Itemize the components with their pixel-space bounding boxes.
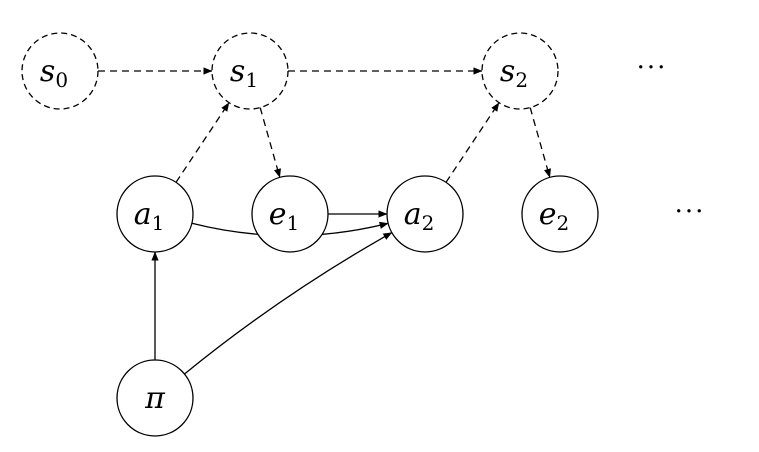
node-circle-e2: [521, 175, 599, 253]
edge-pi-to-a2: [184, 232, 393, 375]
node-label-base-a2: a: [404, 197, 422, 232]
node-label-s2: s2: [500, 54, 528, 92]
node-label-sub-a1: 1: [152, 211, 165, 235]
node-s0: s0: [21, 32, 99, 110]
node-circle-s1: [211, 32, 289, 110]
node-label-sub-e1: 1: [287, 211, 300, 235]
node-label-base-e2: e: [539, 197, 557, 232]
edge-s1-to-e1: [259, 107, 281, 178]
node-e1: e1: [251, 175, 329, 253]
node-label-a2: a2: [404, 197, 435, 235]
node-label-e1: e1: [269, 197, 300, 235]
node-label-pi: π: [144, 381, 166, 416]
node-a2: a2: [386, 175, 464, 253]
node-e2: e2: [521, 175, 599, 253]
node-label-base-s0: s: [40, 54, 55, 89]
node-label-e2: e2: [539, 197, 570, 235]
node-s2: s2: [481, 32, 559, 110]
node-pi: π: [116, 359, 194, 437]
node-label-base-pi: π: [144, 381, 166, 416]
node-label-base-s2: s: [500, 54, 515, 89]
ellipsis-middle: ···: [675, 197, 706, 227]
node-label-sub-s2: 2: [515, 68, 528, 92]
node-circle-a2: [386, 175, 464, 253]
edge-a2-to-s2: [445, 102, 500, 183]
node-label-sub-e2: 2: [557, 211, 570, 235]
node-label-base-e1: e: [269, 197, 287, 232]
node-label-a1: a1: [134, 197, 165, 235]
node-circle-e1: [251, 175, 329, 253]
node-label-sub-s1: 1: [245, 68, 258, 92]
node-label-base-a1: a: [134, 197, 152, 232]
node-circle-a1: [116, 175, 194, 253]
node-circle-pi: [116, 359, 194, 437]
node-circle-s0: [21, 32, 99, 110]
ellipsis-top: ···: [637, 53, 668, 83]
edge-s2-to-e2: [529, 107, 551, 178]
node-label-sub-a2: 2: [422, 211, 435, 235]
node-label-sub-s0: 0: [55, 68, 68, 92]
node-label-s1: s1: [230, 54, 258, 92]
node-label-base-s1: s: [230, 54, 245, 89]
node-label-s0: s0: [40, 54, 68, 92]
node-s1: s1: [211, 32, 289, 110]
edge-a1-to-s1: [175, 102, 230, 183]
node-circle-s2: [481, 32, 559, 110]
node-a1: a1: [116, 175, 194, 253]
